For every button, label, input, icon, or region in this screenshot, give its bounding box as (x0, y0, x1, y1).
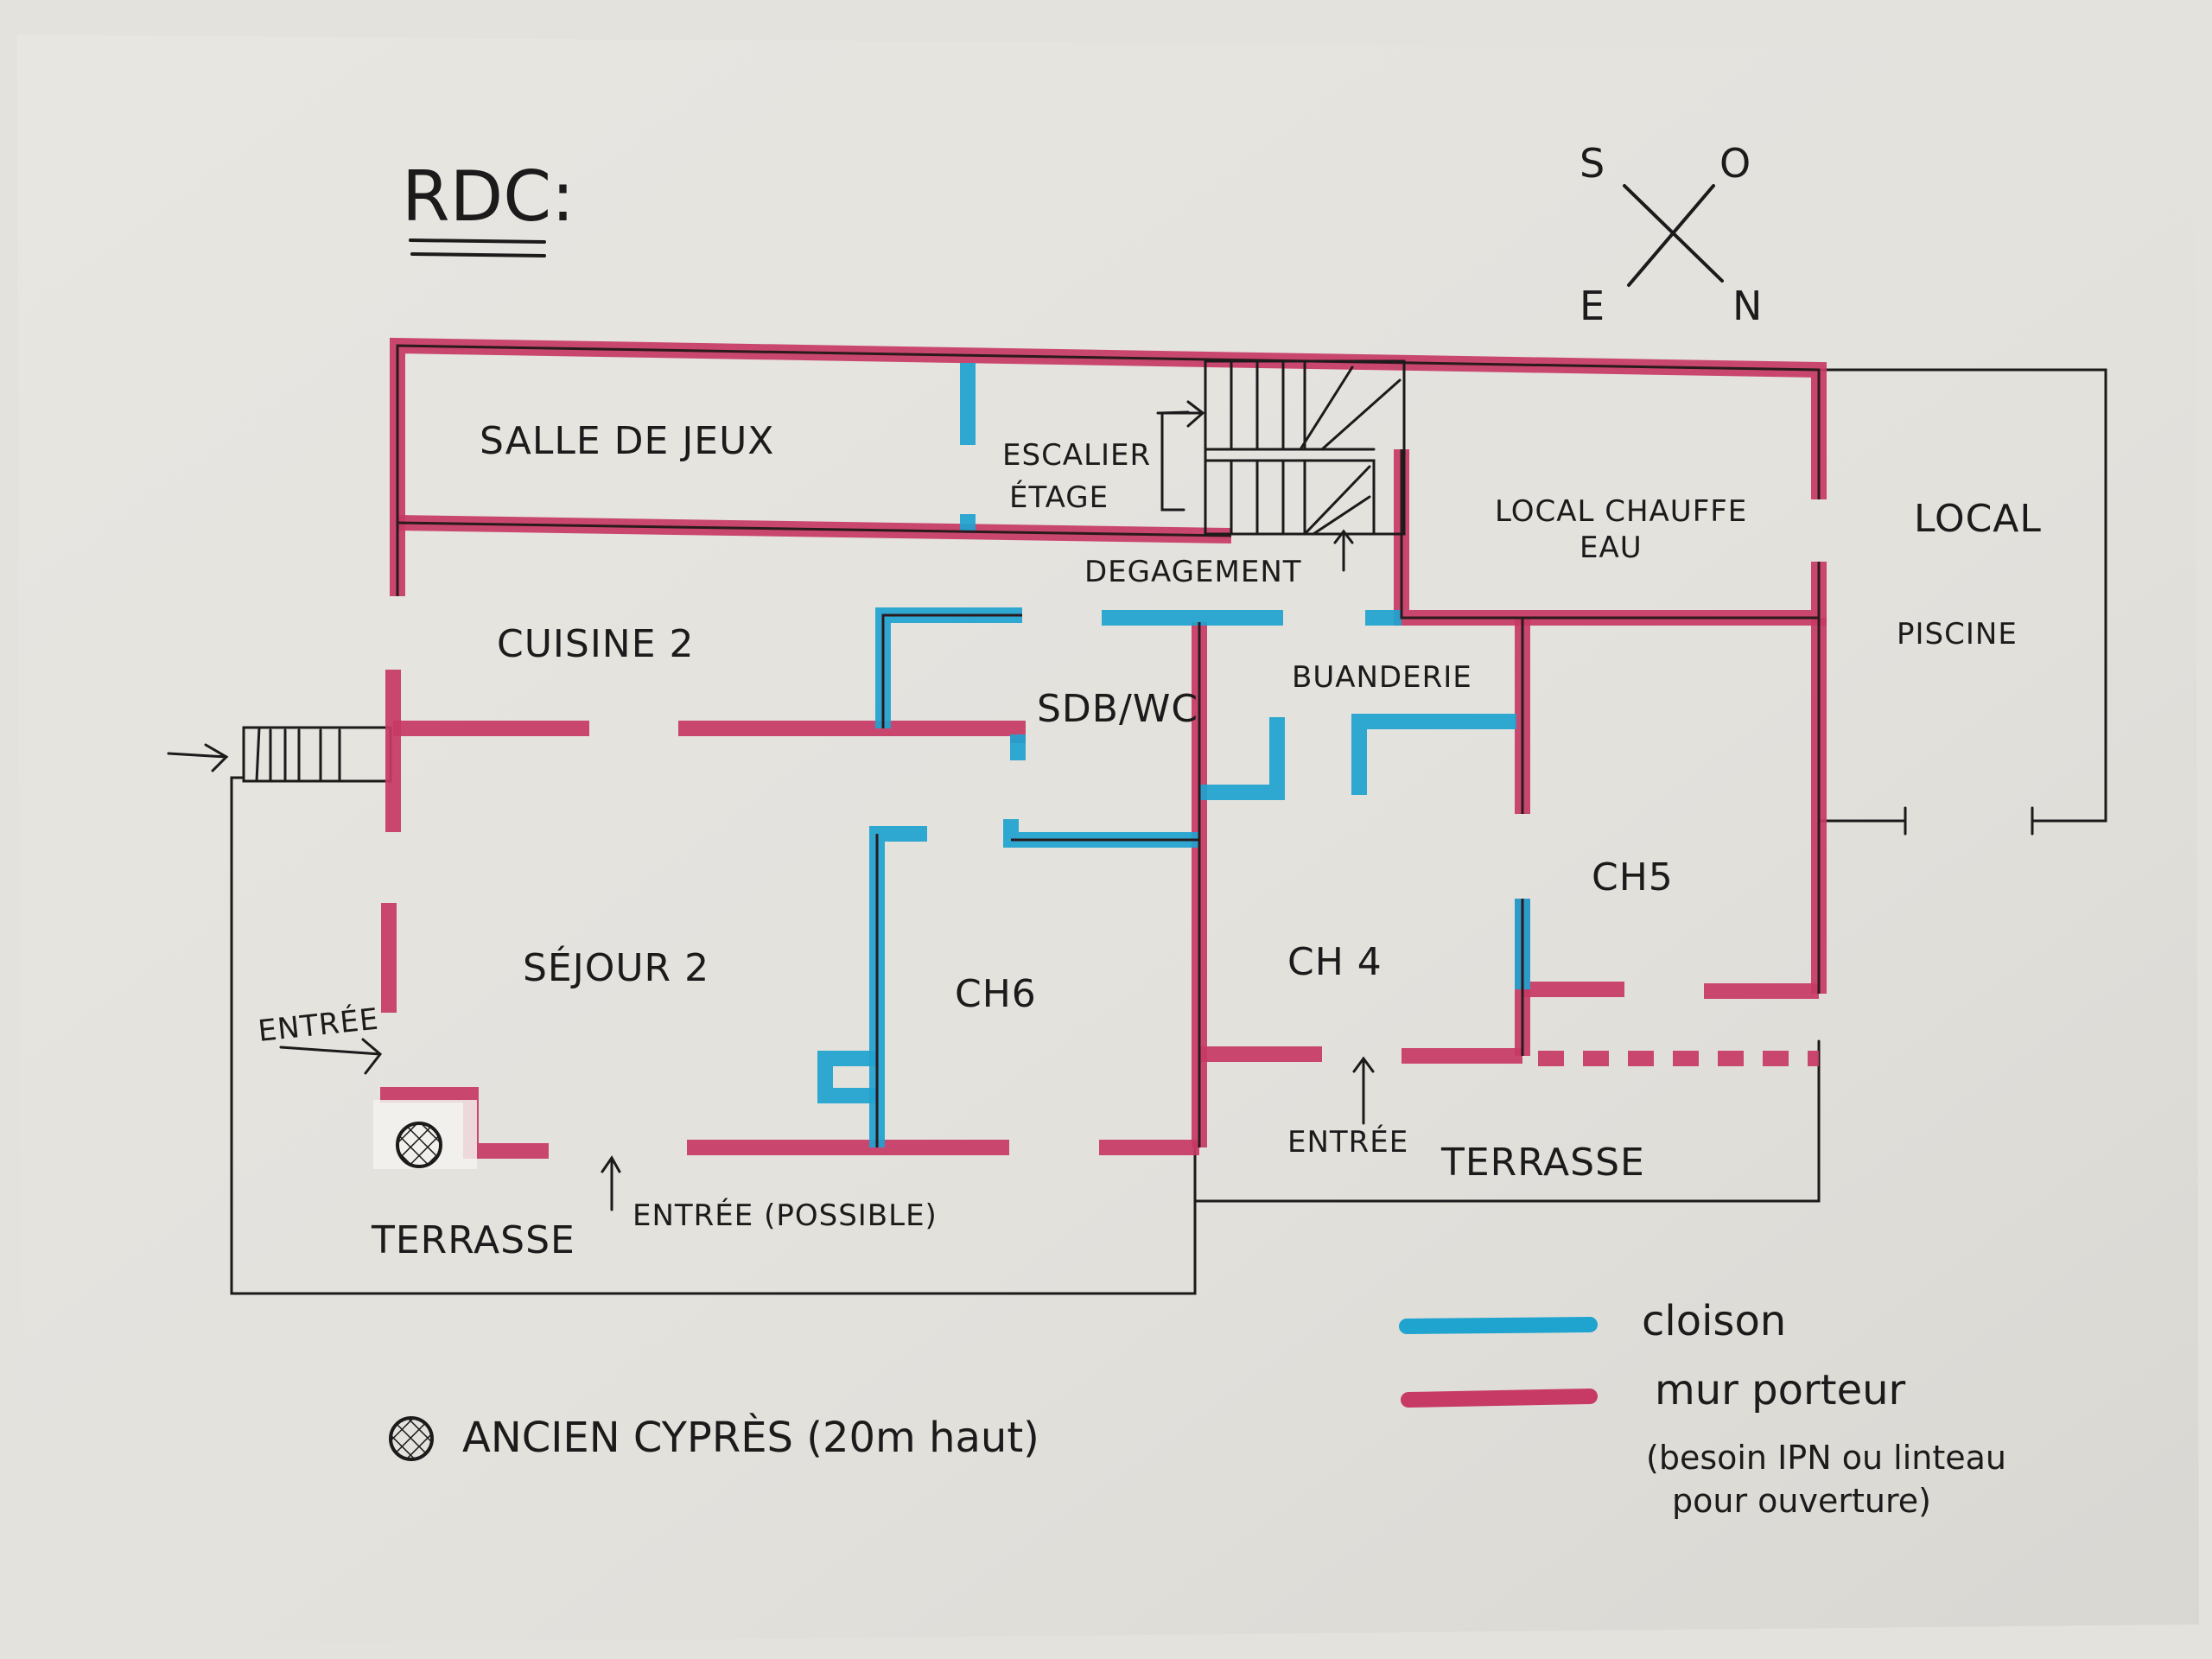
cypress-legend-icon (389, 1416, 434, 1461)
outline-lines (230, 368, 2107, 1295)
entree-possible-arrow-icon (601, 1155, 621, 1211)
room-degagement: DEGAGEMENT (1084, 555, 1302, 589)
room-local-chauffe-eau-line1: LOCAL CHAUFFE (1495, 494, 1747, 529)
room-escalier-line2: ÉTAGE (1009, 480, 1109, 515)
cypress-tree-icon (396, 1122, 442, 1168)
compass-south: S (1580, 140, 1605, 187)
entree-right-label: ENTRÉE (1287, 1124, 1408, 1160)
room-ch4: CH 4 (1287, 940, 1382, 984)
room-local-piscine-line1: LOCAL (1914, 497, 2042, 541)
legend-swatch-partition (1399, 1317, 1598, 1334)
legend-note-line1: (besoin IPN ou linteau (1646, 1439, 2006, 1477)
tree-footnote: ANCIEN CYPRÈS (20m haut) (389, 1413, 1039, 1462)
room-cuisine: CUISINE 2 (497, 622, 695, 666)
stair-up-arrow-icon (1333, 529, 1354, 572)
room-sdb-wc: SDB/WC (1037, 687, 1198, 731)
room-escalier-line1: ESCALIER (1002, 438, 1151, 473)
room-salle-de-jeux: SALLE DE JEUX (480, 419, 774, 463)
staircase (1156, 359, 1406, 572)
tree-note-text: ANCIEN CYPRÈS (20m haut) (462, 1413, 1039, 1462)
room-ch6: CH6 (955, 972, 1037, 1016)
room-local-piscine-line2: PISCINE (1897, 617, 2018, 652)
partition-closet (817, 1051, 877, 1103)
terrasse-left-label: TERRASSE (371, 1218, 575, 1262)
room-ch5: CH5 (1592, 855, 1674, 899)
title-group: RDC: (402, 156, 575, 257)
wall-core-lines (396, 344, 1821, 1147)
legend-label-bearing: mur porteur (1655, 1366, 1906, 1414)
terrace-right-outline (1193, 1039, 1821, 1203)
compass-north: N (1732, 283, 1762, 329)
partition-buanderie-right (1351, 714, 1516, 795)
step-line (255, 726, 261, 783)
room-local-chauffe-eau-line2: EAU (1580, 531, 1643, 565)
legend: cloison mur porteur (besoin IPN ou linte… (1399, 1297, 2006, 1520)
terrace-left-outline (230, 776, 1197, 1295)
room-buanderie: BUANDERIE (1292, 660, 1472, 695)
partition-buanderie-left (1199, 717, 1285, 800)
title-underline (410, 252, 546, 257)
compass-west: O (1719, 140, 1751, 187)
annotations: ENTRÉE ENTRÉE (POSSIBLE) ENTRÉE TERRASSE… (257, 1001, 1645, 1262)
entry-arrow-icon (167, 743, 229, 772)
tree-marker (373, 1100, 477, 1169)
local-piscine-outline (1817, 368, 2107, 823)
compass-east: E (1580, 283, 1605, 329)
title-underline (409, 238, 546, 244)
compass-rose: S O E N (1580, 140, 1762, 329)
room-labels: SALLE DE JEUX ESCALIER ÉTAGE DEGAGEMENT … (480, 419, 2042, 1016)
room-sejour: SÉJOUR 2 (523, 944, 709, 990)
legend-label-partition: cloison (1642, 1297, 1786, 1345)
terrasse-right-label: TERRASSE (1440, 1141, 1645, 1185)
entree-right-arrow-icon (1352, 1056, 1375, 1125)
compass-line (1627, 184, 1715, 287)
stair-arrow-icon (1156, 400, 1205, 428)
page-title: RDC: (402, 156, 575, 237)
entree-possible-label: ENTRÉE (POSSIBLE) (632, 1198, 938, 1233)
legend-note-line2: pour ouverture) (1672, 1482, 1931, 1520)
legend-swatch-bearing (1401, 1389, 1598, 1408)
entree-left-arrow-icon (279, 1038, 383, 1075)
